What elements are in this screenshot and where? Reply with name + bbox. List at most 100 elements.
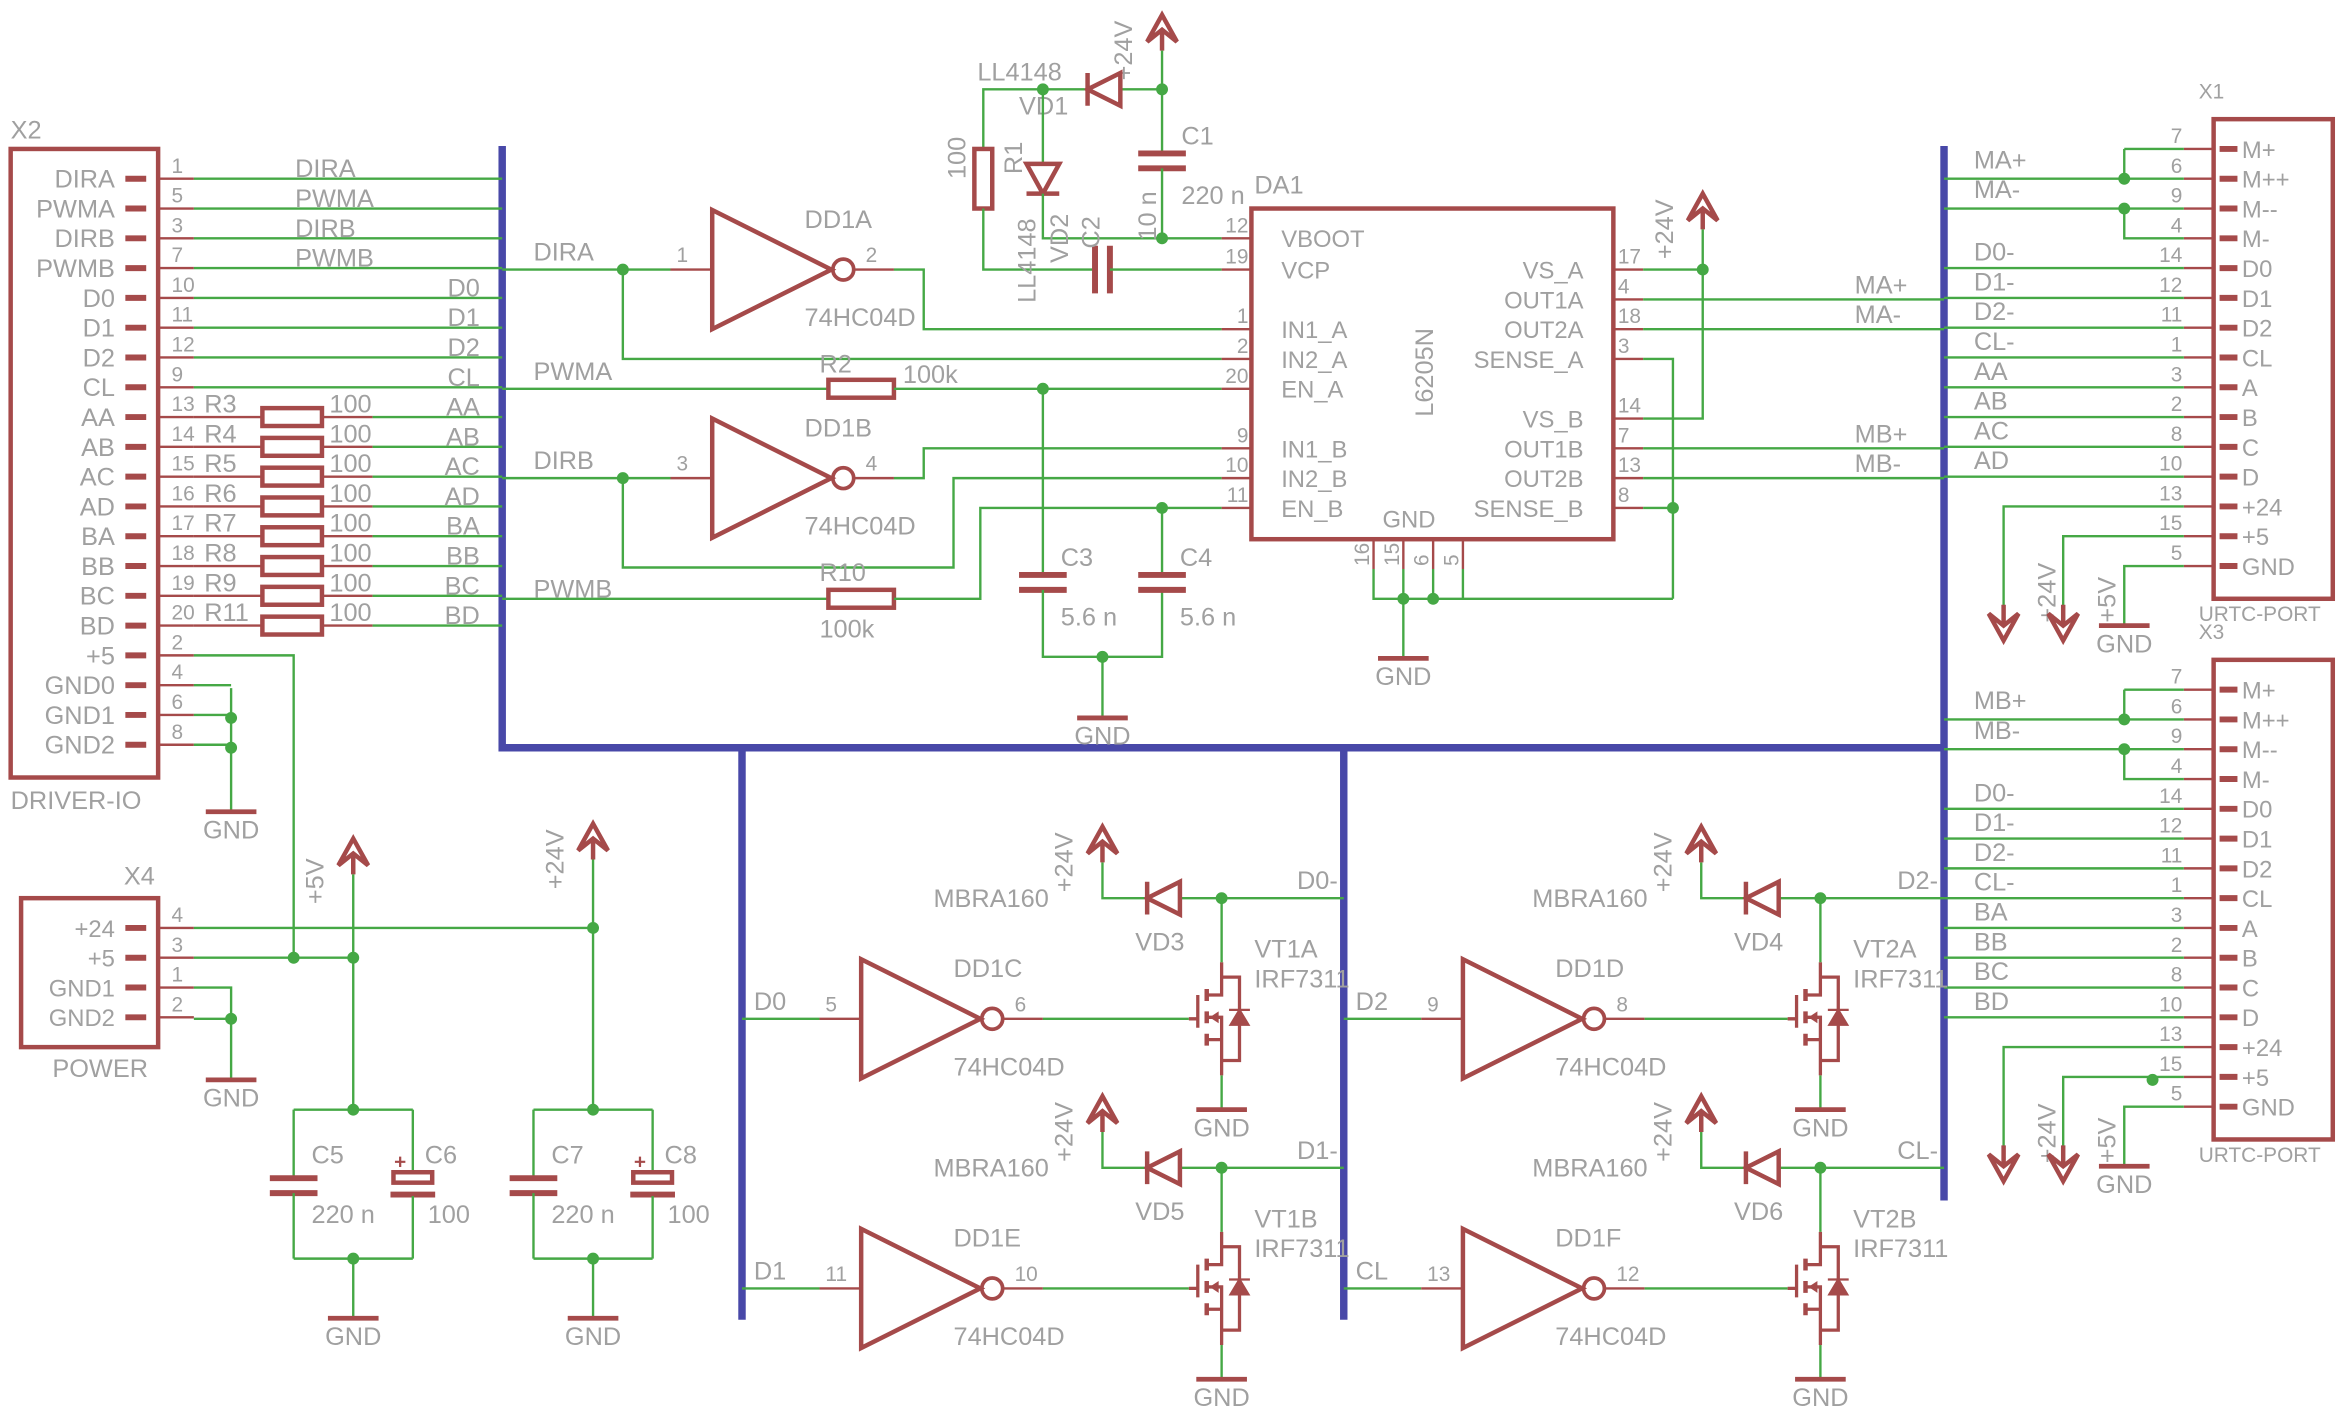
ground-label: GND xyxy=(1074,723,1130,751)
pin-number: 8 xyxy=(1618,484,1630,507)
capacitor-ref: C7 xyxy=(551,1141,583,1169)
diode-ref: VD2 xyxy=(1046,214,1074,263)
pin-name: D2 xyxy=(83,344,115,372)
pin-name: BC xyxy=(80,583,115,611)
supply-label: +24V xyxy=(1051,1102,1079,1162)
capacitor-value: 10 n xyxy=(1134,191,1162,240)
pin-name: DIRB xyxy=(54,225,114,253)
net-label: D1 xyxy=(754,1257,786,1285)
pin-number: 5 xyxy=(2171,1083,2183,1106)
pin-number: 17 xyxy=(1618,246,1641,269)
pin-number: 14 xyxy=(2159,244,2182,267)
diode-ref: VD6 xyxy=(1734,1198,1783,1226)
wire xyxy=(1643,229,1704,420)
supply-label: +24V xyxy=(1651,199,1679,259)
pin-number: 2 xyxy=(172,993,184,1016)
net-label: PWMB xyxy=(295,245,374,273)
pin-name: +24 xyxy=(2242,1035,2282,1062)
pin-number: 13 xyxy=(2159,482,2182,505)
mosfet-value: IRF7311 xyxy=(1254,966,1349,994)
resistor-symbol xyxy=(826,587,897,610)
pin-name: GND xyxy=(2242,554,2295,581)
inverter-type: 74HC04D xyxy=(805,513,916,541)
net-label: BD xyxy=(1974,988,2009,1016)
wire xyxy=(193,654,295,958)
pin-number: 8 xyxy=(2171,423,2183,446)
pin-number: 5 xyxy=(172,185,184,208)
pin-number: 6 xyxy=(2171,155,2183,178)
pin-number: 4 xyxy=(866,453,878,476)
mosfet-ref: VT1A xyxy=(1254,936,1317,964)
inverter-type: 74HC04D xyxy=(1555,1053,1666,1081)
pin-name: BD xyxy=(80,613,115,641)
net-label: DIRA xyxy=(295,155,356,183)
net-label: D1- xyxy=(1297,1137,1338,1165)
pin-name: PWMB xyxy=(36,255,115,283)
net-label: D0- xyxy=(1974,239,2015,267)
pin-number: 15 xyxy=(2159,512,2182,535)
ground-label: GND xyxy=(1193,1384,1249,1412)
pin-number: 3 xyxy=(2171,363,2183,386)
ground-label: GND xyxy=(203,817,259,845)
junction-dot xyxy=(1156,232,1168,245)
pin-name: D0 xyxy=(2242,256,2272,283)
pin-name: DIRA xyxy=(54,166,115,194)
capacitor-value: 220 n xyxy=(1181,182,1244,210)
ic-pin-name: IN1_A xyxy=(1281,317,1347,344)
junction-dot xyxy=(2146,1073,2159,1086)
wire xyxy=(1643,357,1675,599)
supply-label: +24V xyxy=(1051,832,1079,892)
ground-label: GND xyxy=(1792,1114,1848,1142)
connector-name: URTC-PORT xyxy=(2199,603,2321,626)
capacitor-ref: C4 xyxy=(1180,544,1212,572)
mosfet-value: IRF7311 xyxy=(1853,966,1948,994)
ic-pin-name: IN2_A xyxy=(1281,347,1347,374)
net-label: BD xyxy=(445,602,480,630)
pin-name: CL xyxy=(2242,345,2272,372)
pin-number: 7 xyxy=(172,244,184,267)
pin-name: B xyxy=(2242,405,2258,432)
pin-name: GND1 xyxy=(49,975,115,1002)
pin-name: CL xyxy=(2242,886,2272,913)
net-label: BA xyxy=(446,513,480,541)
pin-number: 1 xyxy=(172,155,184,178)
resistor-value: 100 xyxy=(329,569,371,597)
net-label: CL- xyxy=(1974,328,2015,356)
net-label: BC xyxy=(445,572,480,600)
polarized-capacitor-symbol xyxy=(631,1169,675,1185)
pin-number: 4 xyxy=(2171,755,2183,778)
supply-arrow-icon xyxy=(1685,189,1720,230)
pin-number: 11 xyxy=(1227,484,1249,507)
pin-name: M+ xyxy=(2242,678,2276,705)
pin-number: 5 xyxy=(825,993,837,1016)
wire xyxy=(2123,564,2184,626)
ic-pin-name: OUT2B xyxy=(1504,466,1583,493)
pin-number: 12 xyxy=(1616,1263,1639,1286)
pin-number: 9 xyxy=(2171,725,2183,748)
pin-number: 16 xyxy=(1351,543,1374,566)
resistor-symbol xyxy=(260,525,325,548)
resistor-symbol xyxy=(826,377,897,400)
pin-number: 14 xyxy=(1618,395,1641,418)
supply-arrow-icon xyxy=(1986,1145,2021,1186)
pin-number: 10 xyxy=(1225,454,1248,477)
mosfet-symbol xyxy=(1188,1231,1251,1346)
net-label: CL xyxy=(447,364,479,392)
resistor-symbol xyxy=(260,554,325,578)
pin-number: 4 xyxy=(172,904,184,927)
diode-symbol xyxy=(1142,878,1183,919)
ic-pin-name: OUT1B xyxy=(1504,436,1583,463)
pin-number: 9 xyxy=(1427,993,1439,1016)
bus xyxy=(498,145,1945,752)
wire xyxy=(2002,505,2184,611)
ic-pin-name: VS_B xyxy=(1523,406,1584,433)
supply-label: +5V xyxy=(2093,577,2121,623)
net-label: AD xyxy=(445,483,480,511)
pin-number: 1 xyxy=(676,244,688,267)
resistor-symbol xyxy=(260,584,325,607)
pin-number: 2 xyxy=(2171,934,2183,957)
supply-arrow-icon xyxy=(2046,604,2081,646)
resistor-ref: R7 xyxy=(204,510,236,538)
resistor-ref: R5 xyxy=(204,450,236,478)
pin-number: 1 xyxy=(2171,334,2183,357)
